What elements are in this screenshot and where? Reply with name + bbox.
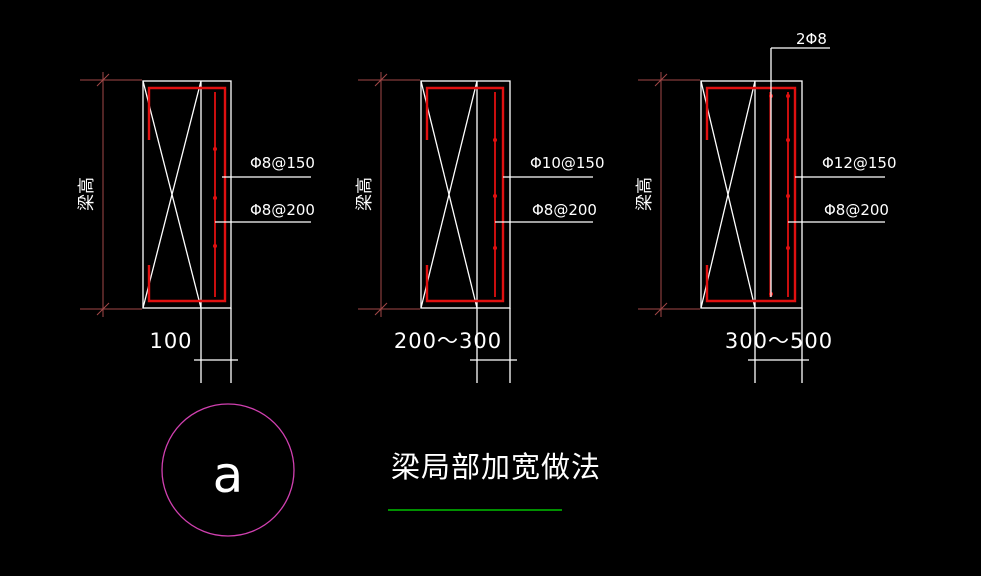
dim-tick [96,73,110,87]
rebar-dot [786,194,790,198]
width-label: 200～300 [394,329,502,353]
stirrup-label: Φ10@150 [530,154,605,172]
detail-marker-circle [161,403,295,537]
rebar-dot [493,194,497,198]
stirrup-rebar [425,86,505,303]
rebar-dot [213,196,217,200]
dim-tick [654,73,668,87]
cross-line [700,80,756,309]
width-label: 100 [149,329,192,353]
drawing-title: 梁局部加宽做法 [388,450,601,511]
dim-tick [96,302,110,316]
stirrup-rebar [147,86,227,303]
top-bar-dot [786,94,790,98]
stirrup-label: Φ8@150 [250,154,315,172]
top-bars-label: 2Φ8 [796,30,827,48]
beam-height-label: 梁高 [635,177,655,211]
detail-marker-letter: a [213,446,244,504]
bar-label: Φ8@200 [532,201,597,219]
rebar-dot [213,147,217,151]
rebar-dot [786,138,790,142]
rebar-dot [213,244,217,248]
stirrup-label: Φ12@150 [822,154,897,172]
beam-outline [142,80,232,309]
bar-label: Φ8@200 [250,201,315,219]
beam-height-label: 梁高 [77,177,97,211]
stirrup-rebar [705,86,797,303]
section-1: 梁高 Φ8@150 Φ8@200 100 [77,72,315,383]
title-text: 梁局部加宽做法 [391,450,601,484]
beam-outline [700,80,803,309]
section-2: 梁高 Φ10@150 Φ8@200 200～300 [355,72,605,383]
cross-line [420,80,478,309]
section-3: 梁高 2Φ8 Φ12@150 Φ8@200 300～500 [635,30,897,383]
beam-height-label: 梁高 [355,177,375,211]
dim-tick [374,73,388,87]
width-label: 300～500 [725,329,833,353]
bar-label: Φ8@200 [824,201,889,219]
beam-outline [420,80,511,309]
dim-tick [654,302,668,316]
dim-tick [374,302,388,316]
detail-marker: a [161,403,295,537]
rebar-dot [493,138,497,142]
rebar-dot [786,246,790,250]
rebar-dot [493,246,497,250]
cross-line [142,80,202,309]
